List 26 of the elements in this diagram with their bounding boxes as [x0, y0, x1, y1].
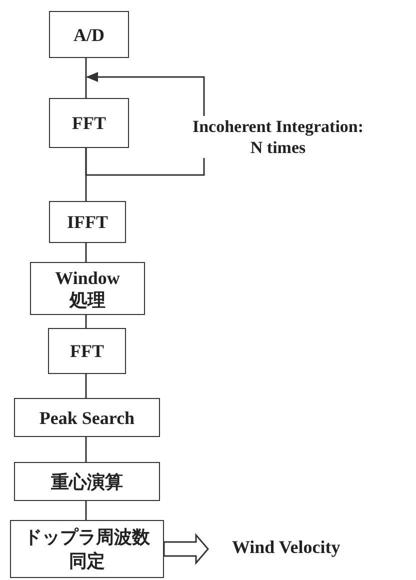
box-label: FFT [72, 112, 106, 134]
process-box [14, 462, 160, 501]
connector-line [85, 437, 87, 462]
connector-line [85, 243, 87, 262]
process-box [49, 11, 129, 58]
connector-line [85, 148, 87, 201]
connector-line [85, 58, 87, 98]
box-label: A/D [74, 24, 104, 46]
process-box [49, 201, 126, 243]
process-box [14, 398, 160, 437]
process-box [48, 328, 126, 374]
block-arrow [163, 532, 209, 566]
box-label: Window 処理 [54, 266, 121, 310]
box-label: 重心演算 [51, 470, 123, 492]
box-label: IFFT [66, 211, 108, 233]
box-label: FFT [70, 340, 104, 362]
process-box [30, 262, 145, 315]
output-label: Wind Velocity [208, 537, 340, 558]
loop-arrow [85, 72, 205, 176]
connector-line [85, 374, 87, 398]
process-box [10, 520, 164, 578]
process-box [49, 98, 129, 148]
connector-line [85, 501, 87, 520]
box-label: Peak Search [39, 406, 135, 428]
connector-line [85, 315, 87, 328]
box-label: ドップラ周波数同定 [23, 526, 151, 573]
